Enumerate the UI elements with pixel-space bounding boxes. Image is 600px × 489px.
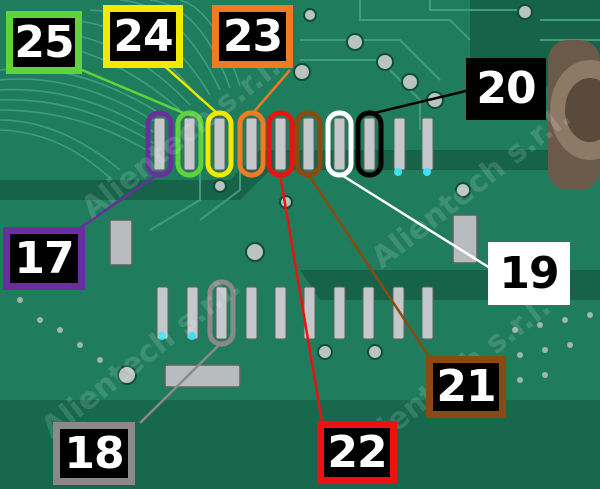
pin25-highlight <box>175 110 204 178</box>
pcb-lower-area <box>0 400 600 489</box>
pin-label-21: 21 <box>426 356 506 418</box>
pin18-highlight <box>207 279 236 347</box>
pin-label-24: 24 <box>103 5 183 68</box>
pin-label-25: 25 <box>6 11 82 74</box>
pin20-highlight <box>355 110 384 178</box>
pcb-small-dots <box>17 297 593 383</box>
pcb-channel <box>0 150 600 200</box>
upper-pin-row <box>153 117 434 171</box>
pin-label-18: 18 <box>53 422 135 485</box>
pin-label-19: 19 <box>488 242 570 305</box>
pin17-highlight <box>145 110 174 178</box>
pin-label-20: 20 <box>466 58 546 120</box>
pin-label-22: 22 <box>317 421 397 484</box>
lower-pin-row <box>156 286 434 340</box>
pin-label-17: 17 <box>3 227 85 290</box>
pcb-vias <box>117 4 533 385</box>
pin24-highlight <box>205 110 234 178</box>
pin-label-23: 23 <box>212 5 293 68</box>
leader-lines <box>79 61 491 424</box>
test-point-markers <box>158 168 431 340</box>
electrolytic-capacitor <box>548 40 600 190</box>
